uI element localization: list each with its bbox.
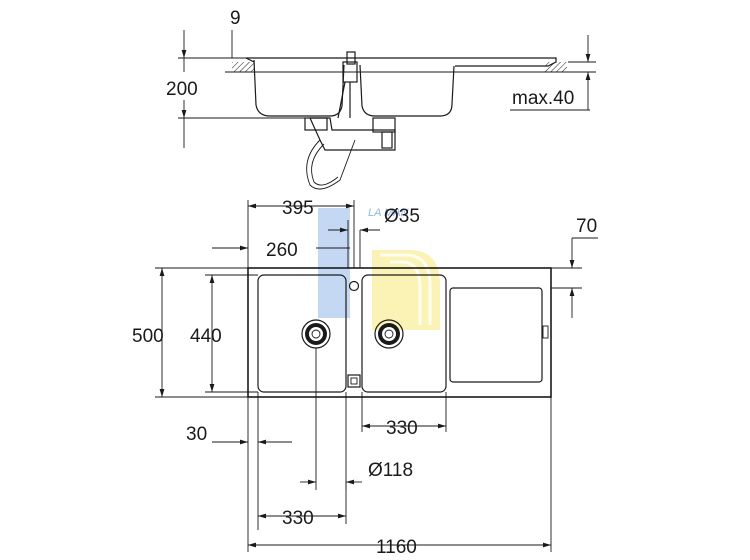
dim-small-bowl-label: 330	[282, 508, 314, 529]
big-bowl	[257, 274, 347, 393]
dim-length-label: 1160	[376, 537, 417, 558]
dim-depth-label: 200	[166, 79, 198, 100]
dim-thickness-label: 9	[230, 8, 241, 29]
watermark-yellow-shape	[372, 250, 440, 330]
dim-tap-offset-label: 395	[282, 198, 314, 219]
watermark-blue-bar	[318, 208, 350, 318]
watermark-logo: LA MAN	[318, 207, 440, 330]
worktop-hatch-right	[545, 62, 567, 72]
dim-bowl-offset-label: 260	[266, 240, 298, 261]
overflow-cover	[347, 374, 361, 388]
small-bowl	[361, 274, 447, 393]
overflow-slot	[542, 325, 549, 339]
dim-drainer-edge-label: 70	[576, 216, 597, 237]
big-bowl-profile	[253, 59, 345, 117]
waste-right	[374, 319, 404, 349]
dim-width-label: 500	[132, 326, 164, 347]
dim-tap-hole-label: Ø35	[384, 206, 420, 227]
drain-pipe	[309, 117, 396, 151]
sink-outline	[247, 267, 552, 398]
dim-edge-label: 30	[186, 424, 207, 445]
dim-bowl-depth-label: 440	[190, 326, 222, 347]
overflow-hose	[306, 139, 356, 190]
small-bowl-profile	[359, 64, 455, 117]
watermark-text: LA MAN	[368, 207, 409, 219]
dim-big-bowl-label: 330	[386, 418, 418, 439]
tap-hole	[348, 280, 360, 292]
side-view: 9 200 max.40	[166, 8, 596, 190]
top-view: 395 Ø35 260 70 500 440 30 3	[132, 198, 598, 558]
dim-waste-hole-label: Ø118	[368, 460, 413, 481]
worktop-hatch-left	[232, 62, 254, 72]
waste-left	[301, 319, 331, 349]
sink-rim-profile	[246, 57, 557, 67]
dim-worktop-label: max.40	[512, 88, 574, 109]
faucet-base	[346, 51, 356, 65]
drainer-board	[449, 287, 543, 383]
